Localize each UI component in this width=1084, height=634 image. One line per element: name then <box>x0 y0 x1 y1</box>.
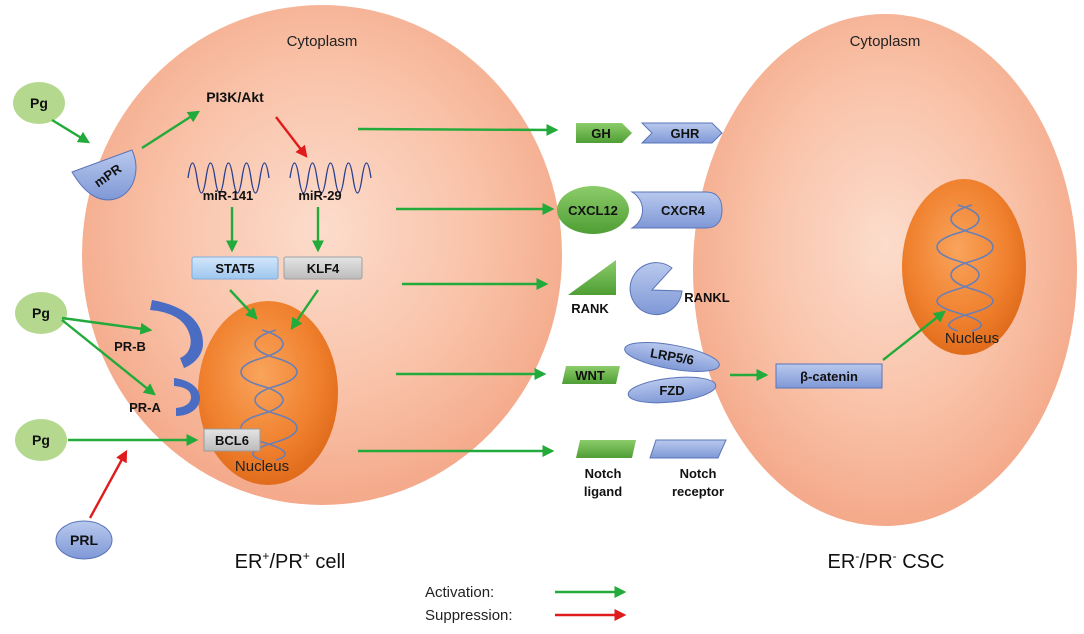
legend-activation-label: Activation: <box>425 584 494 601</box>
pg-label-bottom: Pg <box>32 432 50 448</box>
pg-label-mid: Pg <box>32 305 50 321</box>
arrow-stat5-to-nucleus <box>229 289 258 320</box>
pr-a-label: PR-A <box>129 400 161 415</box>
mir-141-wave-icon <box>187 162 270 194</box>
fzd-shape <box>627 376 717 404</box>
bcl6-box <box>203 428 261 452</box>
lrp56-shape <box>624 342 720 372</box>
arrow-prl-to-pg-path <box>88 449 128 519</box>
arrow-pg-to-prb <box>61 316 153 335</box>
arrow-beta-catenin-to-nucleus <box>882 310 946 361</box>
fzd-label: FZD <box>659 383 684 398</box>
prl-label: PRL <box>70 532 98 548</box>
gh-label: GH <box>591 126 611 141</box>
stat5-label: STAT5 <box>215 261 254 276</box>
prl-circle <box>55 520 113 560</box>
arrow-pi3k-to-mir29 <box>275 116 308 158</box>
bcl6-label: BCL6 <box>215 433 249 448</box>
pr-a-receptor-shape <box>174 378 200 416</box>
arrow-pg-to-mpr <box>51 118 91 144</box>
suppression-arrows <box>88 116 308 519</box>
cxcl12-label: CXCL12 <box>568 203 618 218</box>
rankl-label: RANKL <box>684 290 730 305</box>
rank-label: RANK <box>571 301 609 316</box>
rankl-shape <box>629 262 683 316</box>
notch-receptor-shape <box>649 439 727 459</box>
left-dna-helix-icon <box>240 329 298 461</box>
arrow-pg-to-pra <box>61 319 156 396</box>
right-cell-caption: ER-/PR- CSC <box>828 549 945 573</box>
notch-ligand-shape <box>576 440 636 458</box>
left-cytoplasm-label: Cytoplasm <box>287 33 358 50</box>
arrow-mpr-to-pi3k <box>141 110 201 150</box>
activation-arrows <box>51 110 946 457</box>
right-nucleus <box>902 179 1026 355</box>
klf4-label: KLF4 <box>307 261 340 276</box>
gh-shape <box>576 123 632 143</box>
wnt-shape <box>562 366 620 384</box>
pg-label-top: Pg <box>30 95 48 111</box>
notch-receptor-line1: Notch <box>680 466 717 481</box>
beta-catenin-box <box>775 363 883 389</box>
left-cell-caption: ER+/PR+ cell <box>235 549 346 573</box>
mir-29-wave-icon <box>289 162 372 194</box>
klf4-box <box>283 256 363 280</box>
pg-circle-top <box>13 82 65 124</box>
ghr-label: GHR <box>671 126 701 141</box>
cxcr4-shape <box>630 191 723 229</box>
arrow-klf4-to-nucleus <box>290 289 319 330</box>
pg-circle-mid <box>15 292 67 334</box>
left-nucleus-label: Nucleus <box>235 458 289 475</box>
rank-shape <box>568 260 616 295</box>
mir-29-label: miR-29 <box>298 188 341 203</box>
stat5-box <box>191 256 279 280</box>
cxcl12-shape <box>557 186 629 234</box>
right-cytoplasm-label: Cytoplasm <box>850 33 921 50</box>
mir-141-label: miR-141 <box>203 188 254 203</box>
ghr-shape <box>640 122 723 144</box>
beta-catenin-label: β-catenin <box>800 369 858 384</box>
right-cell <box>693 14 1077 526</box>
right-dna-helix-icon <box>936 204 994 332</box>
arrow-to-gh <box>357 123 559 136</box>
mpr-receptor-shape <box>71 149 137 201</box>
notch-ligand-line1: Notch <box>585 466 622 481</box>
wnt-label: WNT <box>575 368 605 383</box>
notch-receptor-line2: receptor <box>672 484 724 499</box>
pr-b-receptor-shape <box>150 300 204 368</box>
cxcr4-label: CXCR4 <box>661 203 706 218</box>
pr-b-label: PR-B <box>114 339 146 354</box>
right-nucleus-label: Nucleus <box>945 330 999 347</box>
notch-ligand-line2: ligand <box>584 484 622 499</box>
pg-circle-bottom <box>15 419 67 461</box>
pi3k-akt-label: PI3K/Akt <box>206 89 264 105</box>
legend-suppression-label: Suppression: <box>425 607 513 624</box>
